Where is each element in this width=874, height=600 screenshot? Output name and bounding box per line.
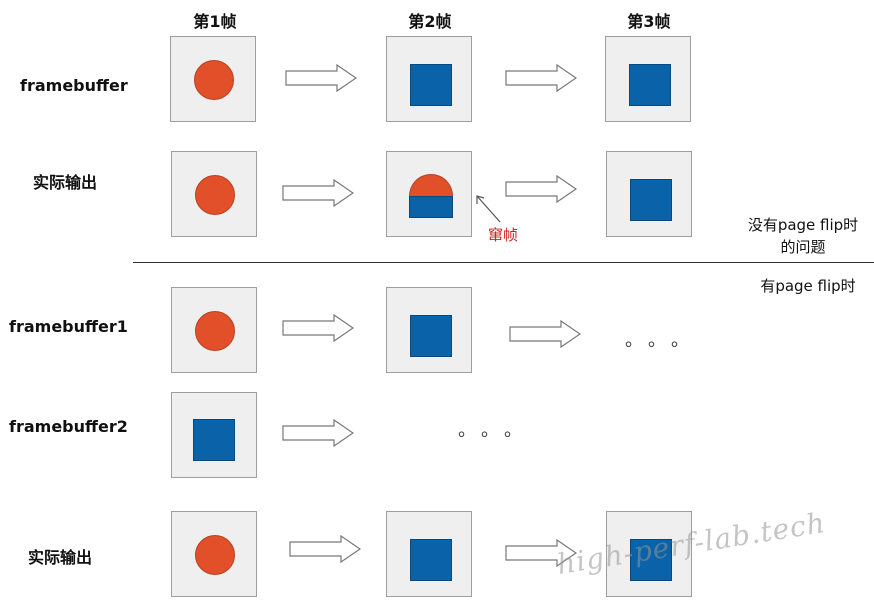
tearing-label: 窜帧 — [488, 226, 519, 244]
circle-shape — [194, 60, 234, 100]
row-label-actual-output-bottom: 实际输出 — [28, 548, 93, 567]
torn-square-half — [409, 196, 453, 218]
frame-out2-3 — [606, 511, 692, 597]
row-label-actual-output-top: 实际输出 — [33, 173, 98, 192]
header-frame-2: 第2帧 — [408, 12, 452, 31]
note-with-page-flip: 有page flip时 — [760, 277, 856, 295]
ellipsis-fb1: 。。。 — [625, 330, 703, 351]
arrow-right-icon — [509, 320, 581, 348]
arrow-right-icon — [505, 539, 577, 567]
frame-out-2-torn — [386, 151, 472, 237]
section-divider — [133, 262, 874, 263]
header-frame-1: 第1帧 — [193, 12, 237, 31]
torn-circle-half — [409, 174, 453, 196]
frame-out-3 — [606, 151, 692, 237]
square-shape — [410, 315, 452, 357]
square-shape — [193, 419, 235, 461]
arrow-right-icon — [285, 64, 357, 92]
note-no-page-flip-line2: 的问题 — [780, 238, 826, 256]
arrow-right-icon — [505, 64, 577, 92]
circle-shape — [195, 535, 235, 575]
square-shape — [630, 539, 672, 581]
header-frame-3: 第3帧 — [627, 12, 671, 31]
frame-fb-3 — [605, 36, 691, 122]
frame-fb1-2 — [386, 287, 472, 373]
tearing-pointer-arrow-icon — [476, 195, 501, 223]
circle-shape — [195, 175, 235, 215]
square-shape — [410, 64, 452, 106]
arrow-right-icon — [505, 175, 577, 203]
note-no-page-flip: 没有page flip时 的问题 — [738, 214, 868, 258]
row-label-framebuffer2: framebuffer2 — [9, 417, 128, 436]
frame-out2-2 — [386, 511, 472, 597]
square-shape — [410, 539, 452, 581]
frame-out-1 — [171, 151, 257, 237]
note-no-page-flip-line1: 没有page flip时 — [747, 216, 859, 234]
frame-fb1-1 — [171, 287, 257, 373]
frame-out2-1 — [171, 511, 257, 597]
arrow-right-icon — [282, 179, 354, 207]
arrow-right-icon — [289, 535, 361, 563]
circle-shape — [195, 311, 235, 351]
square-shape — [630, 179, 672, 221]
frame-fb2-1 — [171, 392, 257, 478]
row-label-framebuffer1: framebuffer1 — [9, 317, 128, 336]
arrow-right-icon — [282, 419, 354, 447]
square-shape — [629, 64, 671, 106]
frame-fb-1 — [170, 36, 256, 122]
arrow-right-icon — [282, 314, 354, 342]
row-label-framebuffer: framebuffer — [20, 76, 128, 95]
ellipsis-fb2: 。。。 — [458, 420, 536, 441]
frame-fb-2 — [386, 36, 472, 122]
